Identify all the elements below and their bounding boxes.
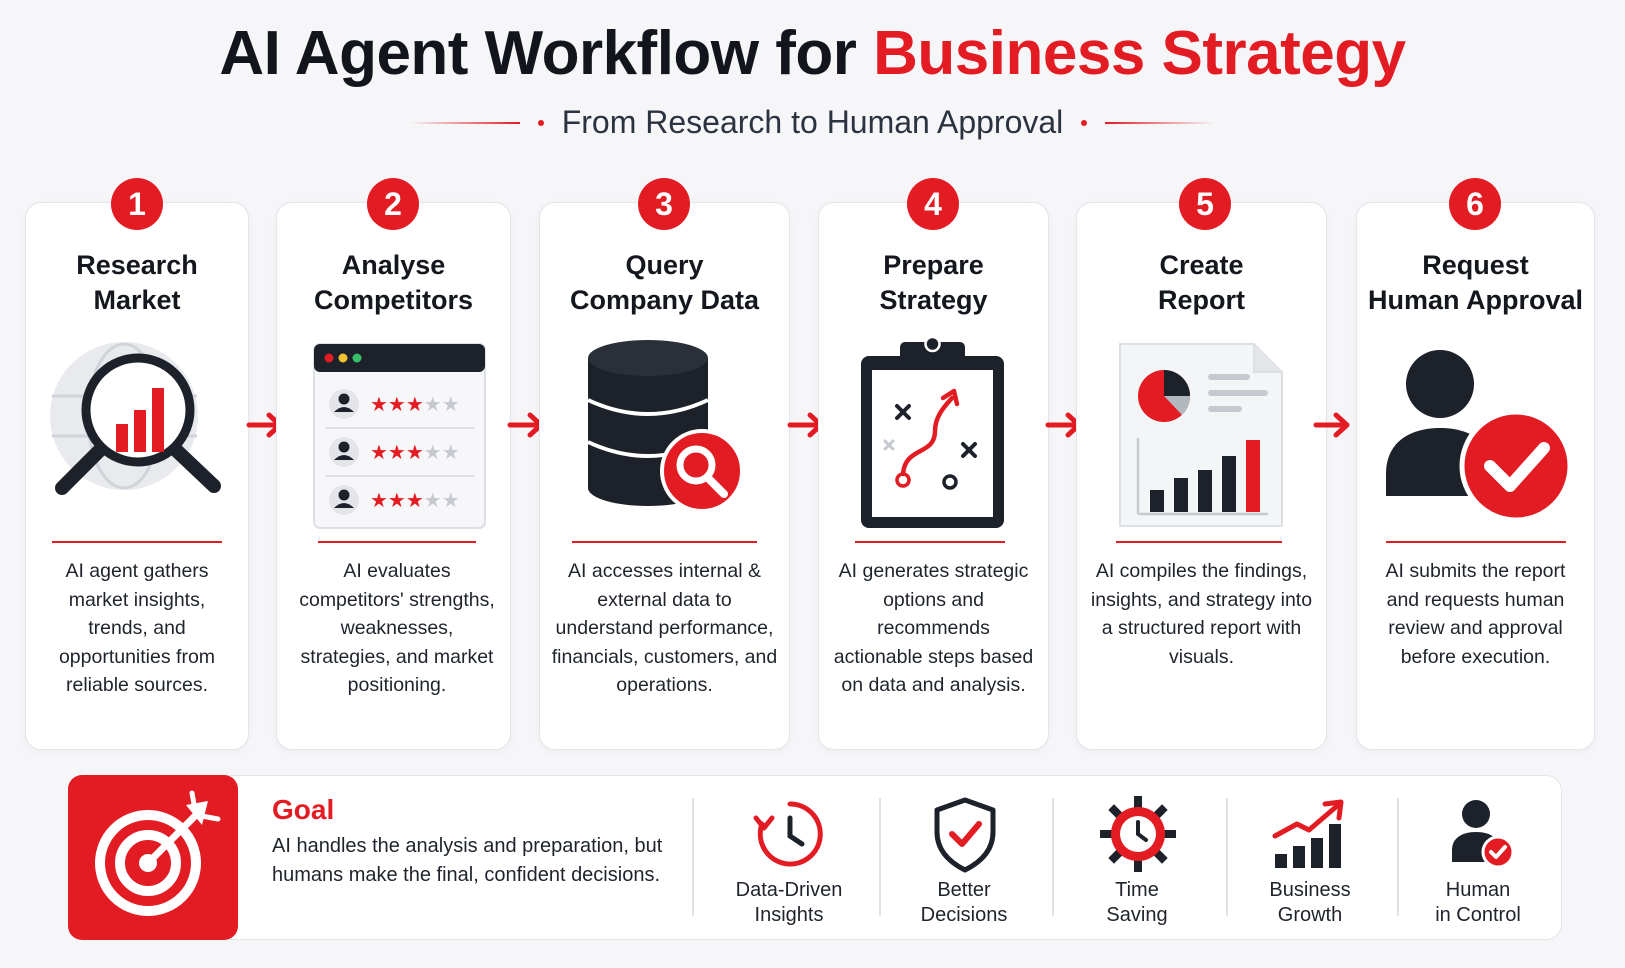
strategy-clipboard-icon: [861, 336, 1004, 528]
step-description: AI generates strategic options and recom…: [833, 560, 1034, 696]
competitor-ratings-icon: ★★★★★ ★★★★★ ★★★★★: [313, 343, 486, 529]
goal-text: AI handles the analysis and preparation,…: [272, 835, 663, 886]
divider: [692, 798, 694, 916]
step-title: Create Report: [1158, 250, 1245, 315]
gear-clock-icon: [1100, 796, 1176, 872]
divider: [879, 798, 881, 916]
clock-icon: [753, 801, 823, 867]
goal-icon-box: [68, 775, 238, 940]
step-description: AI agent gathers market insights, trends…: [58, 560, 216, 696]
user-approval-icon: [1386, 350, 1573, 523]
goal-label: Goal: [272, 794, 335, 825]
svg-text:★★★★★: ★★★★★: [370, 440, 460, 464]
step-description: AI submits the report and requests human…: [1385, 560, 1566, 668]
subtitle-line-left: [409, 121, 520, 124]
step-divider: [52, 541, 222, 543]
step-divider: [855, 541, 1005, 543]
subtitle-row: From Research to Human Approval: [0, 104, 1625, 141]
step-description: AI accesses internal & external data to …: [551, 560, 778, 696]
user-check-icon: [1452, 800, 1515, 869]
benefit-label: Better Decisions: [920, 879, 1008, 926]
svg-text:★★★★★: ★★★★★: [370, 392, 460, 416]
arrow-right-icon: [1313, 412, 1350, 438]
subtitle-dot-left: [537, 119, 544, 126]
benefit-label: Business Growth: [1269, 879, 1351, 926]
svg-text:★★★★★: ★★★★★: [370, 488, 460, 512]
database-search-icon: [587, 340, 744, 513]
title-accent: Business Strategy: [873, 19, 1406, 88]
step-number-badge: 1: [111, 178, 163, 230]
step-divider: [1386, 541, 1566, 543]
magnifier-globe-chart-icon: [50, 342, 221, 495]
step-title: Request Human Approval: [1367, 250, 1584, 315]
shield-check-icon: [934, 797, 996, 873]
step-number-badge: 2: [367, 178, 419, 230]
subtitle: From Research to Human Approval: [561, 104, 1064, 140]
page-title: AI Agent Workflow for Business Strategy: [0, 18, 1625, 89]
benefit-label: Human in Control: [1435, 879, 1521, 926]
step-description: AI evaluates competitors' strengths, wea…: [299, 560, 495, 696]
benefit-label: Data-Driven Insights: [735, 879, 843, 926]
report-document-icon: [1119, 343, 1283, 527]
step-number-badge: 4: [907, 178, 959, 230]
title-main: AI Agent Workflow for: [219, 19, 874, 88]
step-divider: [318, 541, 476, 543]
growth-chart-icon: [1272, 799, 1344, 868]
divider: [1226, 798, 1228, 916]
step-title: Query Company Data: [569, 250, 760, 315]
divider: [1397, 798, 1399, 916]
step-number-badge: 5: [1179, 178, 1231, 230]
subtitle-line-right: [1105, 121, 1216, 124]
step-divider: [572, 541, 757, 543]
step-number-badge: 6: [1449, 178, 1501, 230]
step-divider: [1116, 541, 1282, 543]
target-arrow-icon: [95, 790, 221, 916]
subtitle-dot-right: [1081, 119, 1088, 126]
step-description: AI compiles the findings, insights, and …: [1090, 560, 1313, 668]
divider: [1052, 798, 1054, 916]
step-title: Prepare Strategy: [879, 250, 988, 315]
step-number-badge: 3: [638, 178, 690, 230]
step-title: Analyse Competitors: [313, 250, 473, 315]
benefit-label: Time Saving: [1106, 879, 1168, 926]
step-title: Research Market: [76, 250, 198, 315]
